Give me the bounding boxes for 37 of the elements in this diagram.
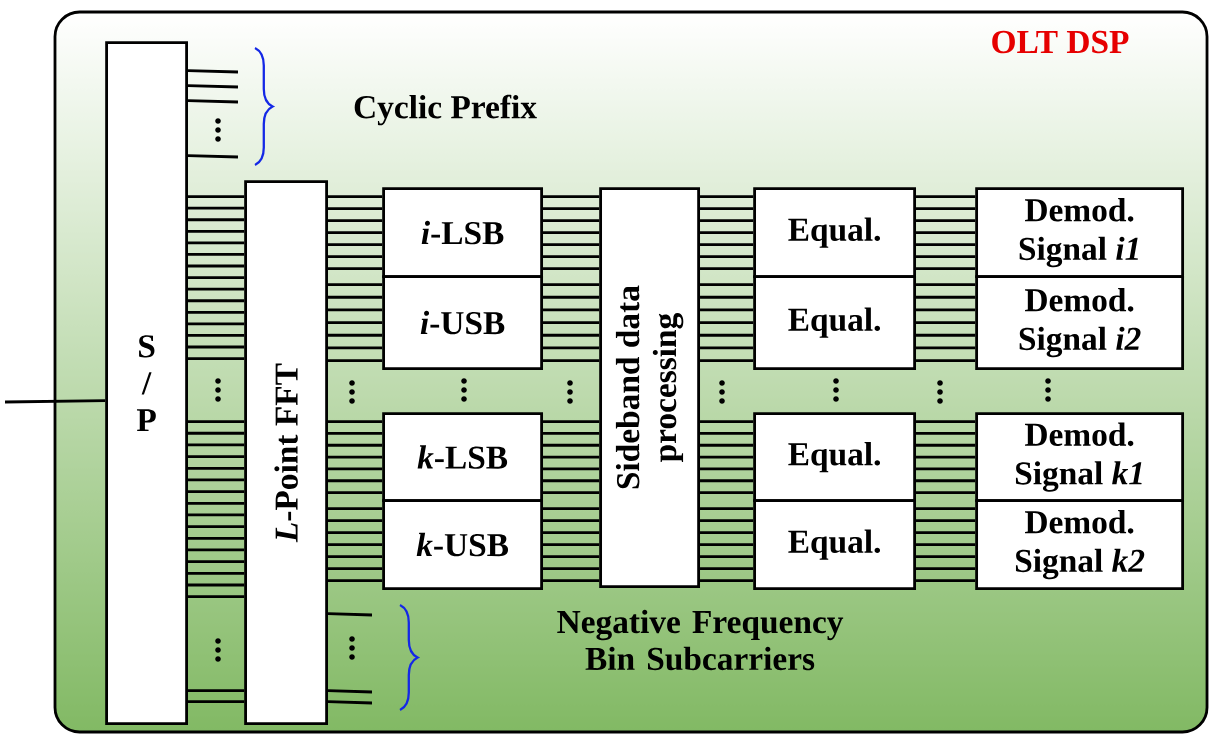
process-box: k-LSB — [382, 412, 543, 502]
process-box: Equal. — [753, 499, 916, 590]
fft-box: L-Point FFT — [244, 180, 328, 725]
process-box: i-LSB — [382, 187, 543, 278]
line-bundle — [326, 612, 374, 705]
line-bundle — [541, 283, 601, 362]
output-box: Demod. Signal k2 — [975, 499, 1185, 590]
line-bundle — [326, 507, 384, 582]
line-bundle — [186, 195, 246, 703]
line-bundle — [326, 283, 384, 362]
line-bundle — [698, 420, 755, 494]
line-bundle — [698, 507, 755, 582]
line-bundle — [326, 195, 384, 270]
line-bundle — [914, 507, 977, 582]
output-box: Demod. Signal k1 — [975, 412, 1185, 502]
line-bundle — [914, 195, 977, 270]
annotation-text: Cyclic Prefix — [354, 94, 537, 126]
line-bundle — [541, 507, 601, 582]
converter-box: S / P — [105, 41, 188, 725]
output-box: Demod. Signal i1 — [975, 187, 1185, 278]
line-bundle — [186, 69, 240, 159]
output-box: Demod. Signal i2 — [975, 275, 1185, 370]
line-bundle — [326, 420, 384, 494]
line-bundle — [541, 420, 601, 494]
process-box: Equal. — [753, 275, 916, 370]
process-box: Sideband data processing — [599, 187, 700, 588]
annotation-text: Negative Frequency Bin Subcarriers — [557, 609, 844, 671]
line-bundle — [698, 195, 755, 270]
line-bundle — [541, 195, 601, 270]
process-box: Equal. — [753, 412, 916, 502]
process-box: k-USB — [382, 499, 543, 590]
process-box: Equal. — [753, 187, 916, 278]
line-bundle — [698, 283, 755, 362]
process-box: i-USB — [382, 275, 543, 370]
line-bundle — [914, 283, 977, 362]
line-bundle — [5, 399, 106, 404]
line-bundle — [914, 420, 977, 494]
